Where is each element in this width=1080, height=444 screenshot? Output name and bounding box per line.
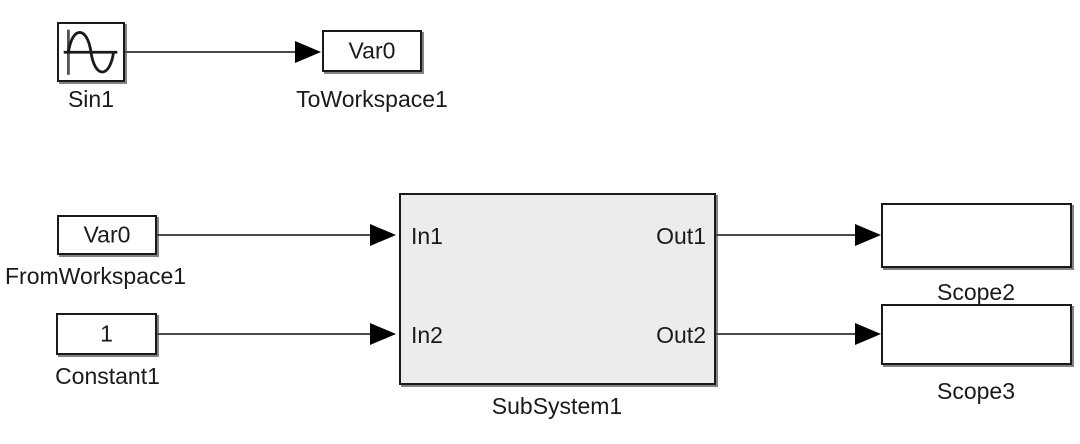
block-fromworkspace1[interactable]: Var0	[57, 215, 157, 255]
signal-line-out1-to-scope2	[716, 234, 857, 236]
block-scope3[interactable]	[881, 304, 1072, 365]
signal-line-fromworkspace1-to-in1	[157, 234, 372, 236]
signal-line-sin1-to-toworkspace1	[125, 51, 297, 53]
port-label-in1: In1	[411, 223, 443, 249]
block-value-toworkspace1: Var0	[348, 37, 396, 64]
block-sin1[interactable]	[57, 22, 125, 82]
block-toworkspace1[interactable]: Var0	[322, 30, 422, 72]
block-label-sin1: Sin1	[67, 86, 115, 112]
block-value-fromworkspace1: Var0	[83, 221, 131, 248]
block-label-scope2: Scope2	[936, 279, 1015, 305]
arrowhead-toworkspace1-input	[295, 41, 321, 63]
block-label-fromworkspace1: FromWorkspace1	[5, 263, 187, 289]
port-label-out2: Out2	[656, 322, 706, 348]
block-label-toworkspace1: ToWorkspace1	[296, 86, 448, 112]
block-subsystem1[interactable]: In1 In2 Out1 Out2	[399, 193, 716, 385]
arrowhead-scope3-input	[855, 323, 881, 345]
arrowhead-scope2-input	[855, 224, 881, 246]
port-label-out1: Out1	[656, 223, 706, 249]
block-constant1[interactable]: 1	[56, 313, 157, 355]
arrowhead-in1-input	[370, 224, 396, 246]
block-label-scope3: Scope3	[936, 378, 1015, 404]
signal-line-constant1-to-in2	[157, 333, 372, 335]
sine-wave-icon	[63, 29, 118, 75]
block-label-subsystem1: SubSystem1	[491, 393, 623, 419]
signal-line-out2-to-scope3	[716, 333, 857, 335]
arrowhead-in2-input	[370, 323, 396, 345]
block-label-constant1: Constant1	[55, 363, 160, 389]
port-label-in2: In2	[411, 322, 443, 348]
block-value-constant1: 1	[100, 320, 113, 347]
block-scope2[interactable]	[881, 203, 1072, 268]
